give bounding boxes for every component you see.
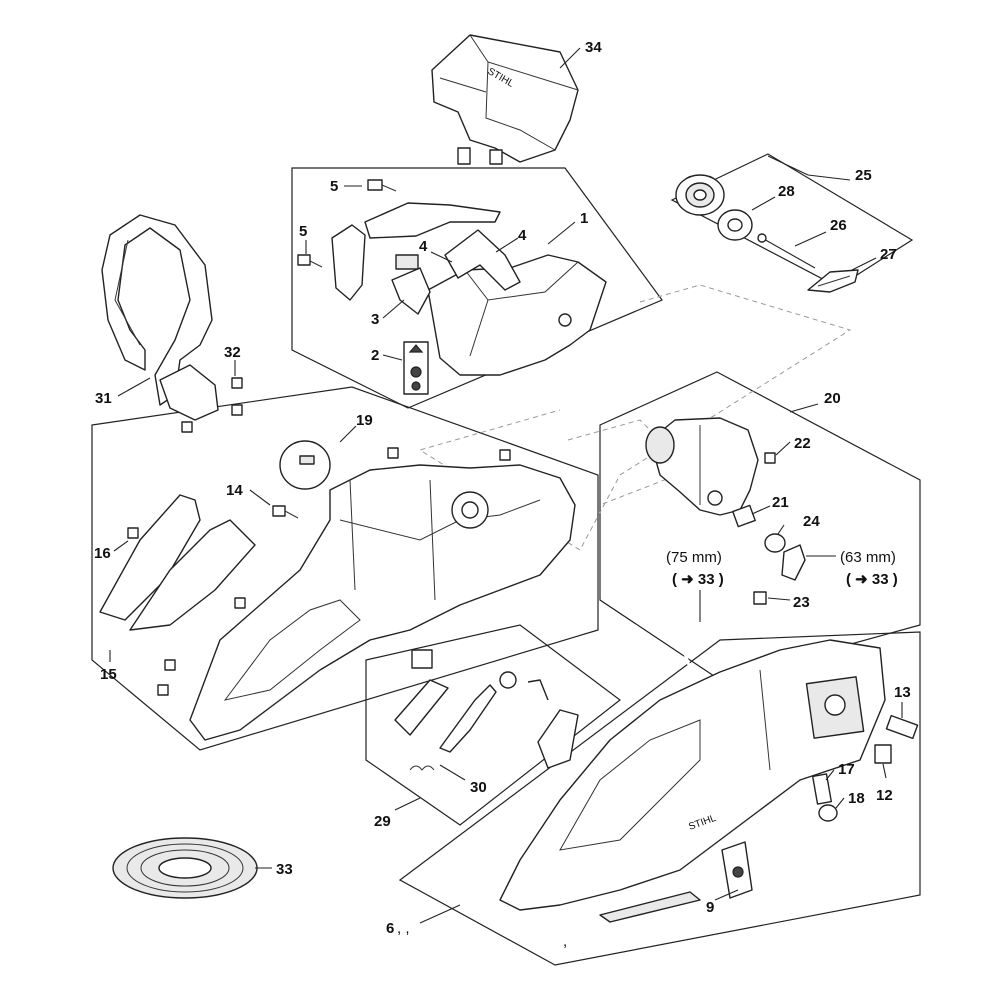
- warning-label-part-2: [403, 341, 429, 395]
- group-frame-6: [398, 631, 921, 966]
- sprocket-nut-part-25: [675, 174, 725, 216]
- bolt-part-26: [757, 233, 816, 269]
- callout-9: 9: [706, 899, 714, 916]
- callout-17: 17: [838, 761, 855, 778]
- hose-part-75mm: [678, 623, 717, 670]
- group-frame-25: [670, 153, 914, 288]
- screw-part-5-lower: [297, 254, 323, 268]
- bracket-part-4: [364, 202, 521, 291]
- callout-32: 32: [224, 344, 241, 361]
- housing-screws: [157, 447, 511, 696]
- callout-22: 22: [794, 435, 811, 452]
- crankcase-housing-part-6: STIHL: [499, 639, 886, 911]
- main-housing-part: [189, 464, 576, 741]
- callout-31: 31: [95, 390, 112, 407]
- callout-20: 20: [824, 390, 841, 407]
- group-frame-29: [365, 624, 621, 826]
- screw-part-16: [127, 527, 139, 539]
- leader-lines: [109, 47, 903, 924]
- callout-trailing-comma: ,: [563, 933, 567, 950]
- screw-part-14: [272, 505, 299, 519]
- callout-5-lower: 5: [299, 223, 307, 240]
- callout-30: 30: [470, 779, 487, 796]
- throttle-latch-part: [527, 679, 579, 769]
- ref-33-left: ( ➜ 33 ): [672, 571, 724, 588]
- callout-26: 26: [830, 217, 847, 234]
- callout-5-upper: 5: [330, 178, 338, 195]
- callout-13: 13: [894, 684, 911, 701]
- callout-19: 19: [356, 412, 373, 429]
- side-plate-part: [331, 224, 366, 301]
- callout-6-separators: , ,: [397, 920, 410, 937]
- bar-strip-part: [599, 891, 701, 923]
- plug-part-18: [818, 804, 838, 822]
- screws-part-32: [181, 377, 243, 433]
- callout-15: 15: [100, 666, 117, 683]
- cap-part-27: [807, 269, 859, 293]
- callout-33: 33: [276, 861, 293, 878]
- bolt-part-12: [874, 744, 892, 764]
- callout-24: 24: [803, 513, 820, 530]
- callout-6: 6: [386, 920, 394, 937]
- note-75mm: (75 mm): [666, 549, 722, 566]
- spring-part-30: [409, 671, 517, 771]
- fitting-part-23: [753, 591, 767, 605]
- callout-4-right: 4: [518, 227, 527, 244]
- note-63mm: (63 mm): [840, 549, 896, 566]
- callout-12: 12: [876, 787, 893, 804]
- callout-18: 18: [848, 790, 865, 807]
- ref-33-right: ( ➜ 33 ): [846, 571, 898, 588]
- top-cover-part-34: STIHL: [431, 34, 579, 165]
- callout-28: 28: [778, 183, 795, 200]
- plug-part-24: [764, 533, 786, 553]
- air-filter-housing-part-20: [645, 417, 759, 516]
- hose-elbow-part: [781, 544, 806, 581]
- screw-part-22: [764, 452, 776, 464]
- callout-16: 16: [94, 545, 111, 562]
- callout-2: 2: [371, 347, 379, 364]
- cover-plate-part-19: [279, 440, 331, 490]
- washer-part-28: [717, 209, 753, 241]
- callout-14: 14: [226, 482, 243, 499]
- callout-4-left: 4: [419, 238, 428, 255]
- gasket-sheet-part-33: [112, 837, 258, 899]
- callout-3: 3: [371, 311, 379, 328]
- callout-27: 27: [880, 246, 897, 263]
- group-frame-15: [91, 386, 599, 751]
- assembly-guide-cover: [418, 284, 852, 551]
- clip-part-3: [391, 254, 431, 315]
- callout-21: 21: [772, 494, 789, 511]
- pin-part-17: [811, 773, 833, 805]
- shroud-part-1: [427, 254, 607, 376]
- callout-1: 1: [580, 210, 588, 227]
- callout-34: 34: [585, 39, 602, 56]
- callout-29: 29: [374, 813, 391, 830]
- group-frame-20: [599, 371, 921, 681]
- front-handle-part-31: [101, 214, 219, 421]
- guide-plate-part-15: [99, 494, 256, 631]
- screw-part-5-upper: [367, 179, 397, 192]
- bolt-part-13: [885, 714, 919, 740]
- callout-23: 23: [793, 594, 810, 611]
- throttle-trigger-part-29: [394, 649, 449, 736]
- label-part-9: [721, 841, 753, 899]
- nipple-part-21: [732, 504, 756, 528]
- callout-25: 25: [855, 167, 872, 184]
